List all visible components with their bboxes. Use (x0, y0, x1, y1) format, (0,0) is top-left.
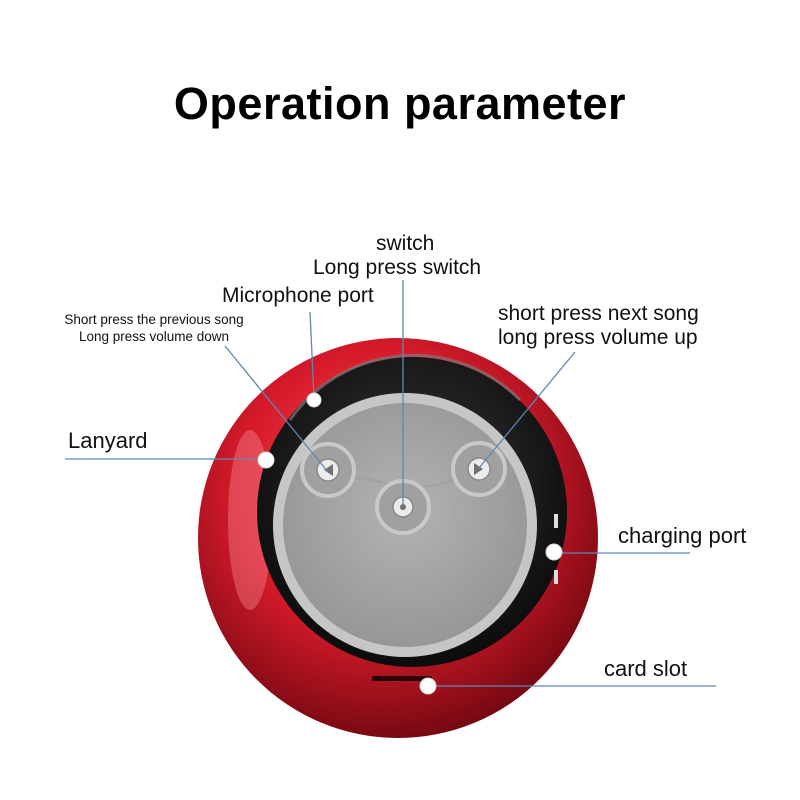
leader-previous (224, 345, 329, 473)
leader-next (478, 351, 576, 469)
shell-highlight (228, 430, 272, 610)
label-charging-port: charging port (618, 523, 747, 548)
page-title: Operation parameter (173, 78, 627, 129)
label-prev-long-press: Long press volume down (78, 329, 230, 344)
side-slot-lower (554, 570, 558, 584)
side-slot-upper (554, 514, 558, 528)
label-card-slot: card slot (604, 656, 688, 681)
label-previous-song: Short press the previous song Long press… (40, 311, 268, 345)
leader-lines (65, 280, 716, 687)
label-long-press-switch: Long press switch (313, 256, 482, 279)
skip-next-icon (474, 463, 483, 475)
dot-charging (545, 543, 563, 561)
label-switch: switch (376, 232, 435, 255)
bottom-card-slot (372, 676, 432, 681)
previous-button[interactable] (300, 442, 356, 498)
label-next-song: short press next song (498, 302, 699, 325)
dot-card-slot (419, 677, 437, 695)
label-prev-short-press: Short press the previous song (64, 312, 244, 327)
next-button[interactable] (451, 441, 507, 497)
label-microphone-port: Microphone port (222, 284, 374, 307)
dot-lanyard (257, 451, 275, 469)
skip-previous-icon (324, 464, 333, 476)
label-volume-up: long press volume up (498, 326, 698, 349)
callout-dots (257, 392, 563, 695)
label-lanyard: Lanyard (68, 428, 148, 453)
bezel-rim-highlight (288, 353, 522, 421)
leader-microphone (309, 311, 315, 399)
dot-microphone (306, 392, 322, 408)
